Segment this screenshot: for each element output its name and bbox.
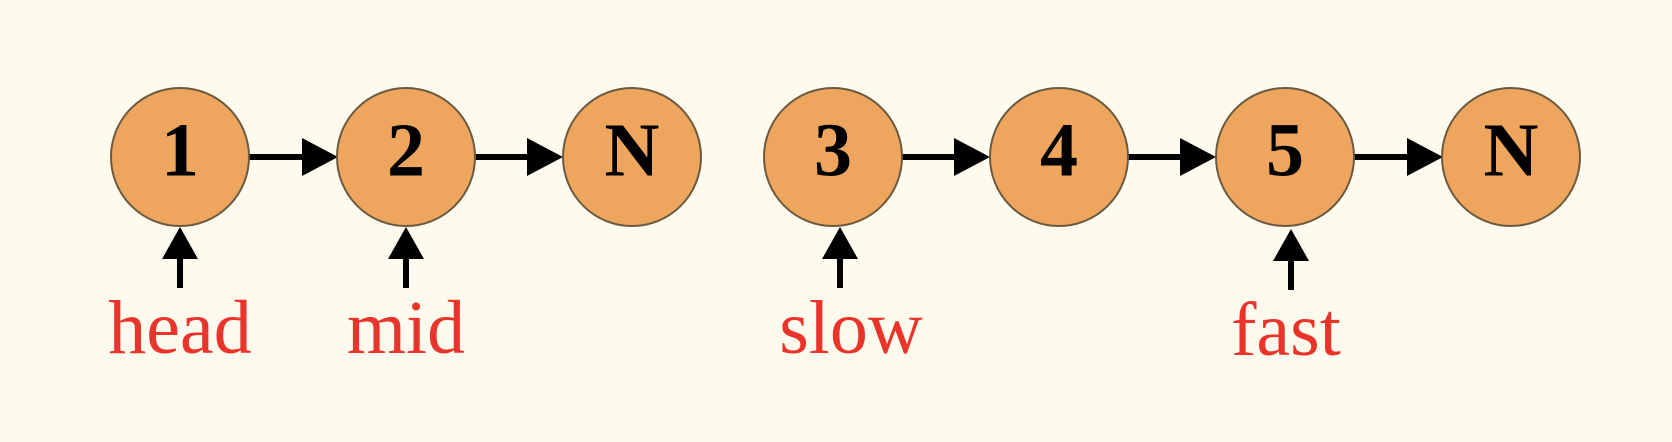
node-1 (110, 87, 250, 227)
pointer-mid-label: mid (347, 286, 465, 370)
node-2-label: 2 (387, 108, 425, 192)
pointer-slow-arrow (822, 227, 858, 259)
node-1-label: 1 (161, 108, 199, 192)
node-4 (989, 87, 1129, 227)
node-5-label: 5 (1266, 108, 1304, 192)
node-null-1 (562, 87, 702, 227)
pointer-mid-arrow (388, 227, 424, 259)
node-3-label: 3 (814, 108, 852, 192)
list-two: 3 4 5 N (763, 87, 1581, 227)
node-5 (1215, 87, 1355, 227)
pointer-fast-label: fast (1231, 288, 1341, 372)
arrow-2-to-n-head (527, 138, 563, 176)
arrow-4-to-5-head (1180, 138, 1216, 176)
pointer-head: head (108, 227, 252, 370)
node-3 (763, 87, 903, 227)
pointer-mid: mid (347, 227, 465, 370)
pointer-head-label: head (108, 286, 251, 370)
pointer-slow: slow (779, 227, 923, 370)
node-null-2-label: N (1484, 108, 1539, 192)
list-one: 1 2 N (110, 87, 702, 227)
node-null-2 (1441, 87, 1581, 227)
pointer-slow-label: slow (779, 286, 923, 370)
node-2 (336, 87, 476, 227)
pointer-fast-arrow (1273, 229, 1309, 261)
pointer-head-arrow (162, 227, 198, 259)
pointer-fast: fast (1231, 229, 1341, 372)
arrow-3-to-4-head (954, 138, 990, 176)
node-4-label: 4 (1040, 108, 1078, 192)
arrow-1-to-2-head (302, 138, 338, 176)
node-null-1-label: N (605, 108, 660, 192)
arrow-5-to-n-head (1407, 138, 1443, 176)
